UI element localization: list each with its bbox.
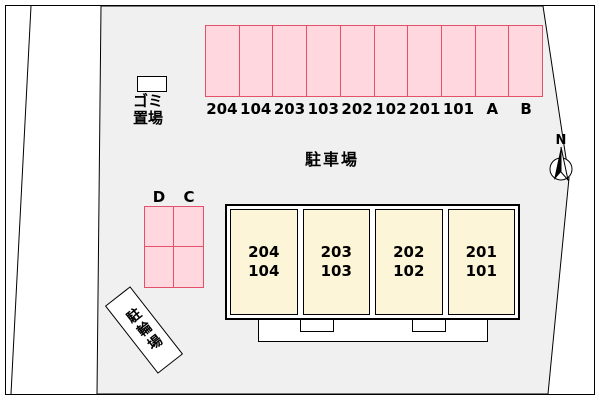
building-porch-strip: [258, 319, 488, 342]
parking-stall: [407, 26, 441, 96]
stall-label: 201: [409, 100, 441, 118]
garbage-shed-box: [137, 76, 167, 92]
garbage-shed-label: ゴミ 置場: [133, 92, 164, 127]
entrance-step: [300, 319, 334, 332]
stall-label: 103: [307, 100, 339, 118]
stall-label: 202: [341, 100, 373, 118]
parking-stall: [206, 26, 239, 96]
parking-stall: [145, 247, 174, 287]
side-parking-stall-labels: D C: [144, 188, 204, 206]
parking-stall: [508, 26, 542, 96]
parking-stall: [145, 207, 174, 247]
parking-stall: [373, 26, 408, 96]
stall-label: 204: [206, 100, 238, 118]
building-unit: 202 102: [375, 209, 443, 315]
stall-label: D: [152, 188, 166, 206]
building-unit: 203 103: [302, 209, 370, 315]
parking-stall: [306, 26, 340, 96]
building-unit: 204 104: [230, 209, 298, 315]
parking-stall: [474, 26, 509, 96]
stall-label: 203: [273, 100, 306, 118]
parking-stall: [174, 207, 203, 247]
parking-stall: [238, 26, 273, 96]
compass-north-label: N: [556, 133, 567, 148]
stall-label: 101: [442, 100, 475, 118]
parking-stall: [174, 247, 203, 287]
building-unit: 201 101: [447, 209, 515, 315]
parking-stall: [339, 26, 374, 96]
side-parking-stalls: [144, 206, 204, 288]
compass-needle-light: [560, 146, 569, 182]
compass-needle-dark: [554, 147, 561, 180]
stall-label: 104: [240, 100, 272, 118]
stall-label: A: [486, 100, 499, 118]
compass-icon: N: [549, 133, 573, 182]
parking-stall: [272, 26, 306, 96]
entrance-step: [412, 319, 446, 332]
top-parking-stall-labels: 204 104 203 103 202 102 201 101 A B: [205, 100, 543, 118]
road-edge-line: [10, 5, 32, 395]
top-parking-row: [205, 25, 543, 97]
parking-area-label: 駐車場: [305, 150, 360, 169]
stall-label: C: [183, 188, 195, 206]
stall-label: B: [520, 100, 532, 118]
parking-stall: [440, 26, 475, 96]
stall-label: 102: [375, 100, 407, 118]
apartment-building: 204 104 203 103 202 102 201 101: [225, 204, 520, 320]
